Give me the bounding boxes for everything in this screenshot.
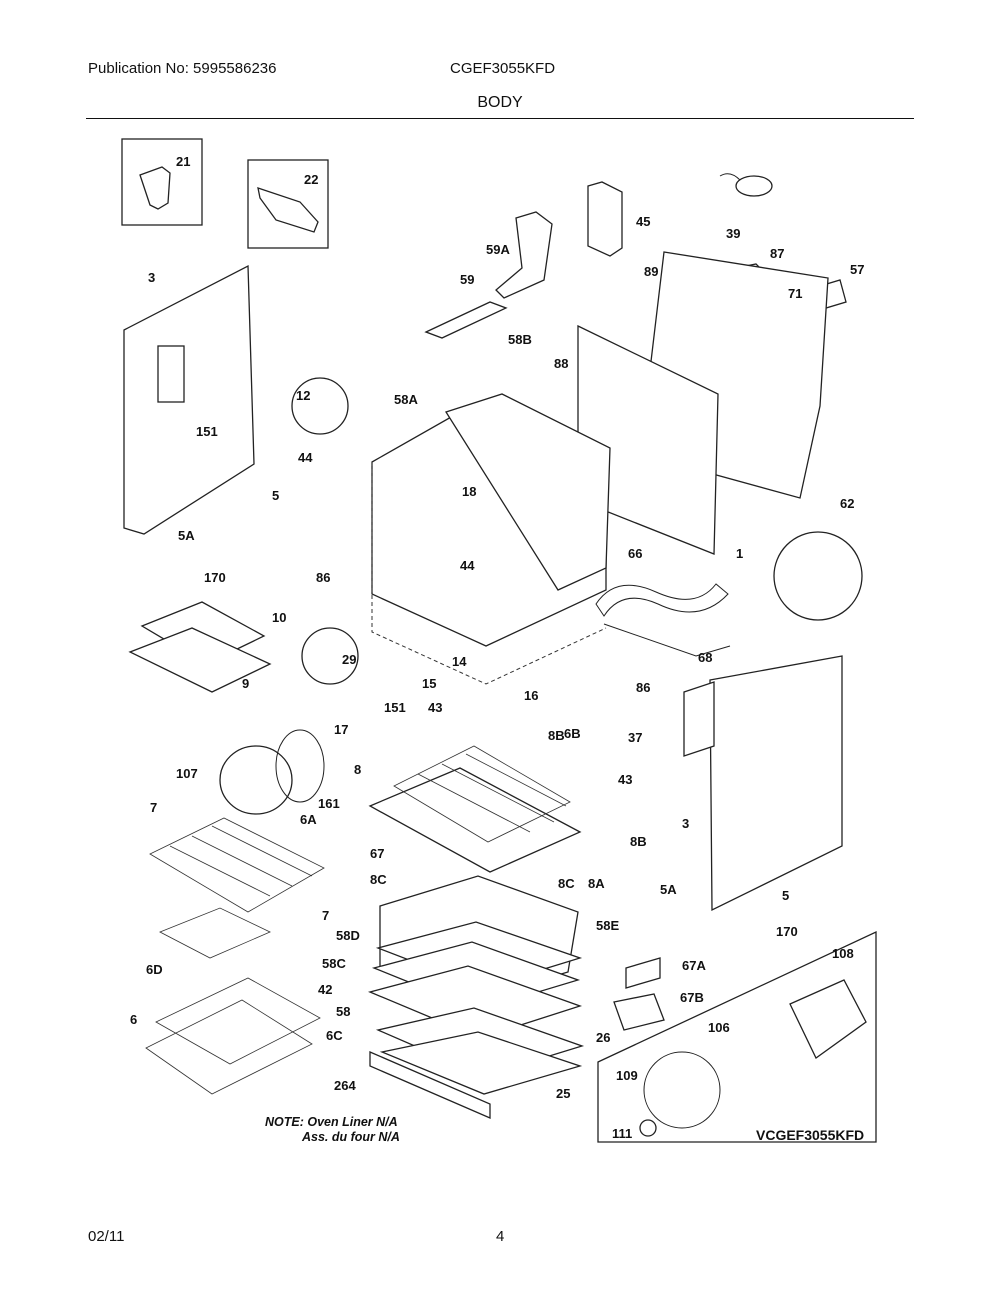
publication-number: Publication No: 5995586236 xyxy=(88,60,277,77)
part-callout-7: 7 xyxy=(150,800,157,815)
part-callout-37: 37 xyxy=(628,730,642,745)
part-callout-5: 5 xyxy=(782,888,789,903)
part-callout-8b: 8B xyxy=(548,728,565,743)
part-callout-8c: 8C xyxy=(370,872,387,887)
part-callout-39: 39 xyxy=(726,226,740,241)
part-callout-170: 170 xyxy=(776,924,798,939)
part-callout-8b: 8B xyxy=(630,834,647,849)
part-callout-67a: 67A xyxy=(682,958,706,973)
part-callout-6c: 6C xyxy=(326,1028,343,1043)
part-callout-1: 1 xyxy=(736,546,743,561)
part-callout-58b: 58B xyxy=(508,332,532,347)
part-callout-89: 89 xyxy=(644,264,658,279)
part-callout-6d: 6D xyxy=(146,962,163,977)
part-callout-43: 43 xyxy=(428,700,442,715)
part-callout-88: 88 xyxy=(554,356,568,371)
part-callout-9: 9 xyxy=(242,676,249,691)
part-callout-71: 71 xyxy=(788,286,802,301)
part-callout-108: 108 xyxy=(832,946,854,961)
part-callout-58: 58 xyxy=(336,1004,350,1019)
part-callout-10: 10 xyxy=(272,610,286,625)
part-callout-86: 86 xyxy=(636,680,650,695)
part-callout-44: 44 xyxy=(298,450,313,465)
header-rule xyxy=(86,118,914,119)
part-callout-3: 3 xyxy=(148,270,155,285)
part-callout-264: 264 xyxy=(334,1078,356,1093)
part-callout-109: 109 xyxy=(616,1068,638,1083)
part-callout-62: 62 xyxy=(840,496,854,511)
note-line-1: NOTE: Oven Liner N/A xyxy=(265,1115,398,1129)
part-callout-87: 87 xyxy=(770,246,784,261)
part-callout-58a: 58A xyxy=(394,392,418,407)
note-line-2: Ass. du four N/A xyxy=(301,1130,400,1144)
part-drawings xyxy=(121,138,877,1143)
part-callout-170: 170 xyxy=(204,570,226,585)
part-callout-26: 26 xyxy=(596,1030,610,1045)
part-callout-67b: 67B xyxy=(680,990,704,1005)
part-callout-151: 151 xyxy=(196,424,218,439)
part-callout-21: 21 xyxy=(176,154,190,169)
part-callout-67: 67 xyxy=(370,846,384,861)
kit-code: VCGEF3055KFD xyxy=(756,1127,864,1143)
part-callout-58d: 58D xyxy=(336,928,360,943)
part-callout-17: 17 xyxy=(334,722,348,737)
part-callout-161: 161 xyxy=(318,796,340,811)
model-number: CGEF3055KFD xyxy=(450,60,556,77)
part-callout-8: 8 xyxy=(354,762,361,777)
part-callout-59a: 59A xyxy=(486,242,510,257)
part-callout-15: 15 xyxy=(422,676,436,691)
part-callout-5a: 5A xyxy=(660,882,677,897)
page-title: BODY xyxy=(477,94,523,111)
part-callout-6: 6 xyxy=(130,1012,137,1027)
part-callout-5a: 5A xyxy=(178,528,195,543)
footer-page-number: 4 xyxy=(496,1228,505,1245)
part-callout-58c: 58C xyxy=(322,956,346,971)
part-callout-29: 29 xyxy=(342,652,356,667)
part-callout-7: 7 xyxy=(322,908,329,923)
part-callout-42: 42 xyxy=(318,982,332,997)
part-callout-6a: 6A xyxy=(300,812,317,827)
part-callout-106: 106 xyxy=(708,1020,730,1035)
part-callout-111: 111 xyxy=(612,1126,632,1141)
part-callout-57: 57 xyxy=(850,262,864,277)
part-callout-25: 25 xyxy=(556,1086,570,1101)
part-callout-151: 151 xyxy=(384,700,406,715)
part-callout-58e: 58E xyxy=(596,918,619,933)
part-callout-22: 22 xyxy=(304,172,318,187)
part-callout-6b: 6B xyxy=(564,726,581,741)
footer-date: 02/11 xyxy=(88,1228,125,1245)
part-callout-8a: 8A xyxy=(588,876,605,891)
part-callout-18: 18 xyxy=(462,484,476,499)
part-callout-16: 16 xyxy=(524,688,538,703)
part-callout-3: 3 xyxy=(682,816,689,831)
part-callout-44: 44 xyxy=(460,558,475,573)
part-callout-45: 45 xyxy=(636,214,650,229)
part-callout-8c: 8C xyxy=(558,876,575,891)
part-callout-66: 66 xyxy=(628,546,642,561)
part-callout-59: 59 xyxy=(460,272,474,287)
part-callout-86: 86 xyxy=(316,570,330,585)
part-callout-12: 12 xyxy=(296,388,310,403)
part-callout-14: 14 xyxy=(452,654,467,669)
part-callout-43: 43 xyxy=(618,772,632,787)
part-callout-5: 5 xyxy=(272,488,279,503)
part-callout-68: 68 xyxy=(698,650,712,665)
part-callout-107: 107 xyxy=(176,766,198,781)
